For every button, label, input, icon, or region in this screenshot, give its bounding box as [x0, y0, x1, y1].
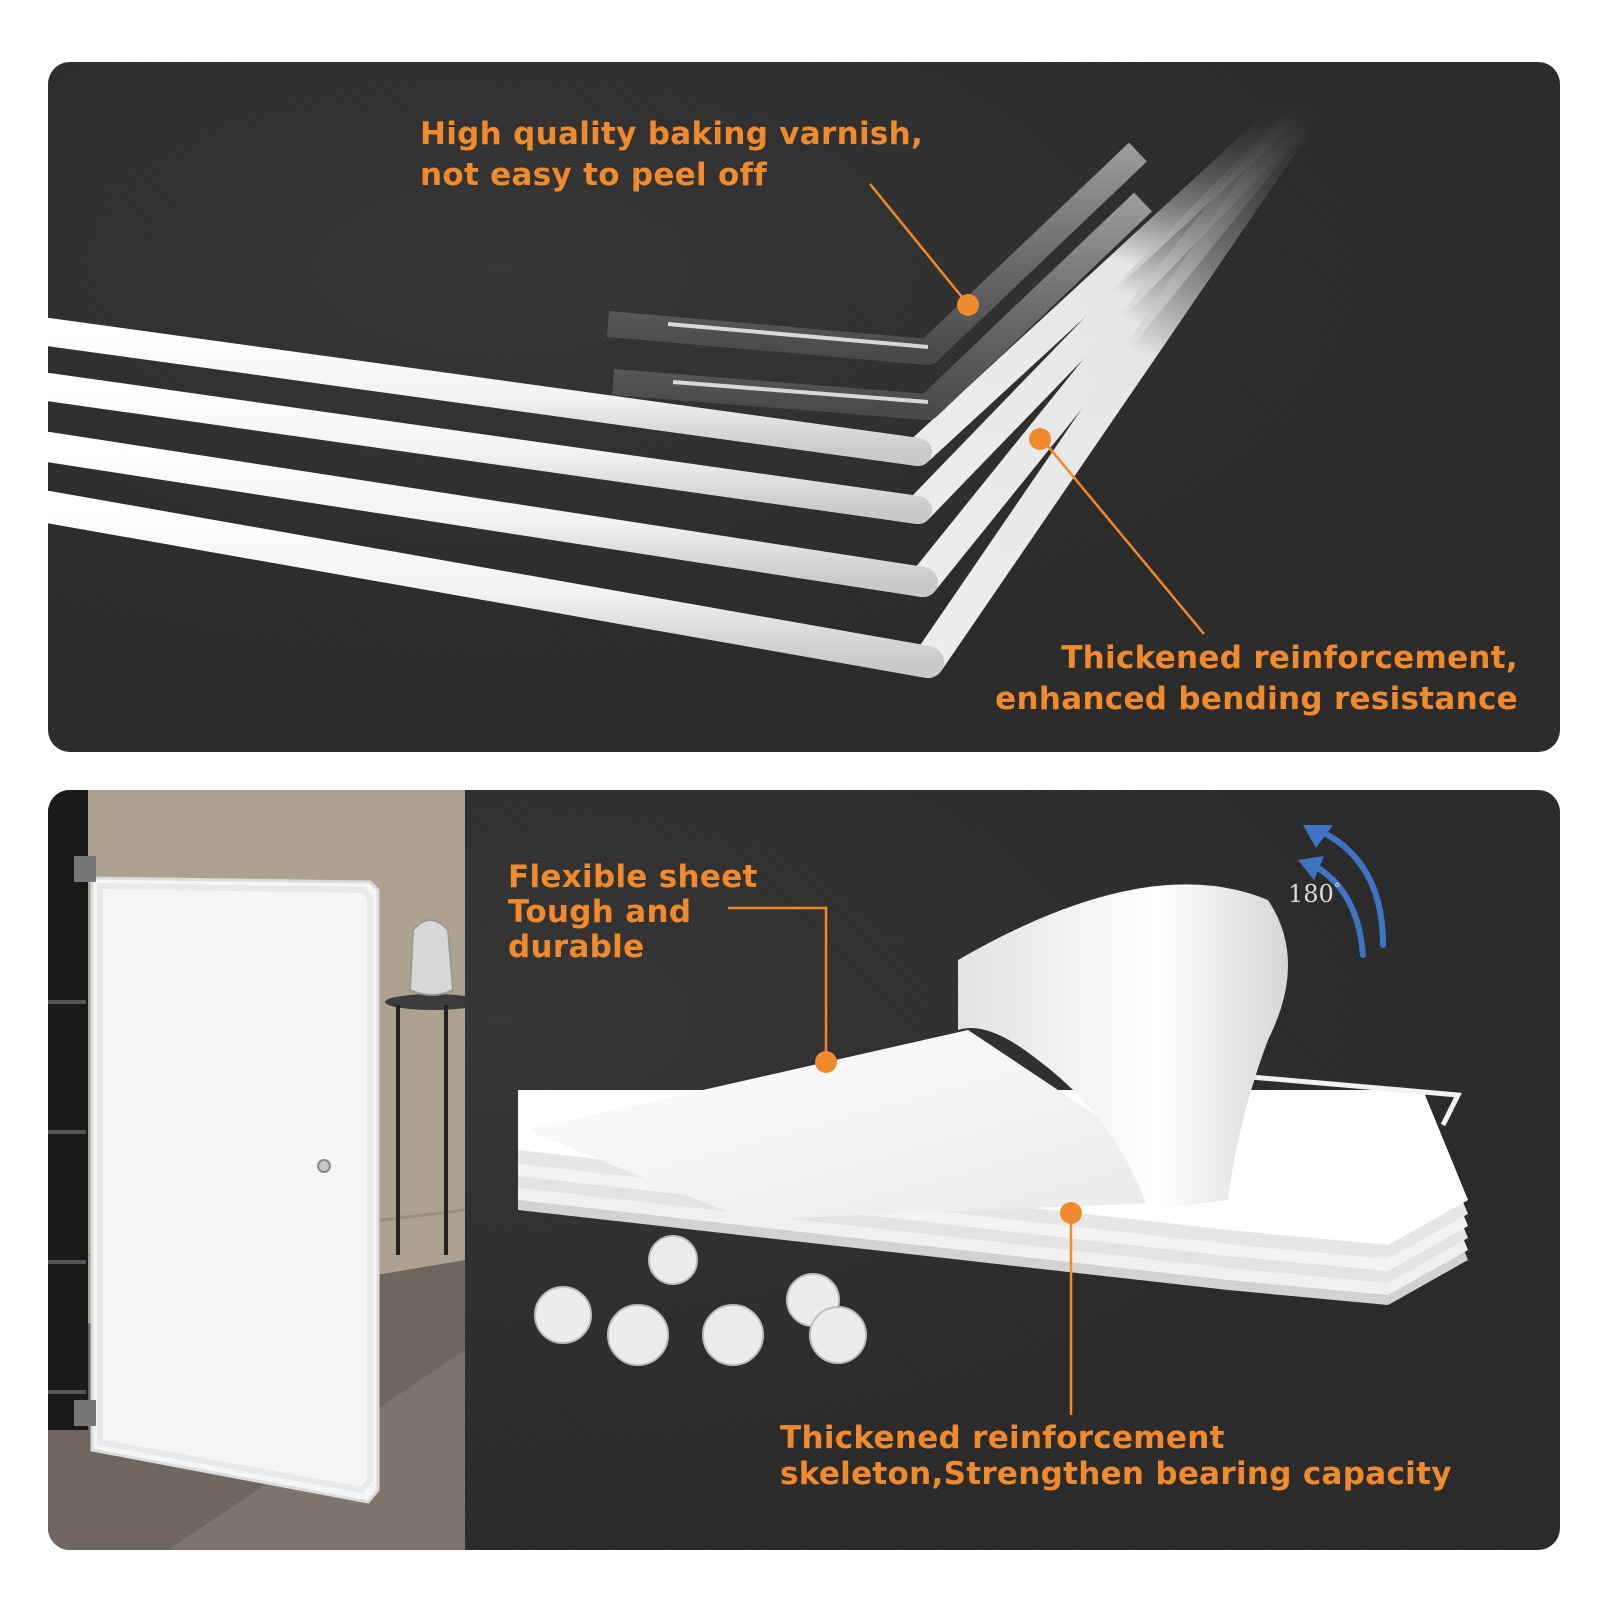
- flexible-sheet-illustration: [518, 825, 1468, 1415]
- connectors: [534, 1235, 867, 1366]
- sheet-stack: [518, 884, 1468, 1305]
- marker-dot: [957, 294, 979, 316]
- callout-reinforcement: Thickened reinforcement, enhanced bendin…: [995, 638, 1518, 720]
- callout-skeleton-line: Thickened reinforcement: [780, 1420, 1225, 1456]
- angle-unit: °: [1333, 881, 1341, 897]
- callout-sheet: Flexible sheet Tough and durable: [508, 860, 758, 965]
- callout-skeleton: Thickened reinforcement skeleton,Strengt…: [780, 1420, 1452, 1492]
- marker-dot: [1060, 1202, 1082, 1224]
- callout-reinforcement-line: enhanced bending resistance: [995, 681, 1518, 717]
- cabinet-photo: [48, 790, 465, 1550]
- leader-lines: [728, 906, 1073, 1415]
- angle-value: 180: [1288, 880, 1334, 908]
- leader-lines: [869, 183, 1205, 635]
- callout-reinforcement-line: Thickened reinforcement,: [1061, 640, 1518, 676]
- bottom-panel: Flexible sheet Tough and durable Thicken…: [48, 790, 1560, 1550]
- callout-skeleton-line: skeleton,Strengthen bearing capacity: [780, 1456, 1452, 1492]
- rotation-arrow-icon: [1298, 825, 1386, 958]
- top-panel: High quality baking varnish, not easy to…: [48, 62, 1560, 752]
- callout-sheet-line: Flexible sheet: [508, 859, 758, 895]
- cabinet-scene: [48, 790, 465, 1550]
- callout-varnish-line: not easy to peel off: [420, 157, 768, 193]
- marker-dot: [1029, 428, 1051, 450]
- grey-rods: [606, 142, 1152, 420]
- bent-frame-illustration: [48, 76, 1334, 678]
- callout-sheet-line: durable: [508, 929, 645, 965]
- marker-dot: [815, 1051, 837, 1073]
- callout-varnish: High quality baking varnish, not easy to…: [420, 114, 923, 196]
- white-rods: [48, 76, 1334, 678]
- callout-varnish-line: High quality baking varnish,: [420, 116, 924, 152]
- angle-label: 180°: [1288, 880, 1341, 908]
- callout-sheet-line: Tough and: [508, 894, 692, 930]
